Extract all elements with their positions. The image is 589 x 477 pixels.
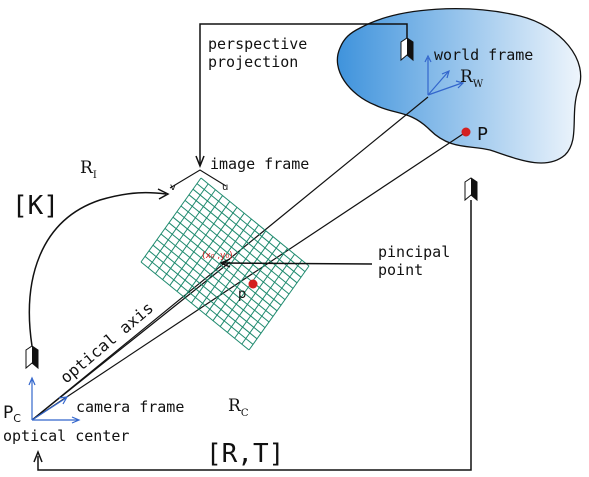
image-point-label: p	[238, 287, 246, 302]
grid-line	[176, 207, 238, 292]
principal-label-line1: pincipal	[378, 243, 450, 261]
intrinsic-label: [K]	[12, 191, 59, 221]
optical-center-label: optical center	[3, 427, 129, 445]
image-plane-grid	[140, 177, 310, 351]
world-frame-axes	[424, 54, 465, 96]
grid-line	[140, 177, 202, 263]
grid-line	[162, 195, 224, 280]
grid-line	[152, 244, 262, 334]
principal-label-line2: point	[378, 261, 423, 279]
camera-center-label: PC	[3, 403, 21, 425]
grid-line	[140, 261, 250, 351]
grid-line	[212, 236, 274, 321]
grid-line	[154, 189, 216, 275]
grid-line	[180, 205, 290, 295]
image-frame-axes	[169, 169, 227, 189]
grid-line	[205, 230, 267, 316]
grid-line	[183, 212, 245, 298]
grid-line	[241, 259, 303, 345]
axis-u-label: u	[222, 182, 228, 193]
grid-line	[147, 183, 209, 269]
perspective-label-line1: perspective	[208, 35, 307, 53]
grid-line	[196, 183, 306, 272]
image-frame-label: image frame	[210, 155, 309, 173]
grid-line	[160, 233, 270, 323]
camera-frame-axes	[28, 376, 81, 424]
grid-line	[184, 200, 294, 289]
world-point-P	[461, 127, 471, 137]
projection-rays	[31, 96, 467, 421]
perspective-arrow-tail-fill	[407, 38, 413, 60]
grid-line	[234, 253, 296, 339]
grid-line	[192, 188, 302, 278]
world-point-label: P	[477, 124, 488, 145]
grid-line	[226, 248, 288, 333]
world-region	[336, 8, 582, 164]
extrinsic-label: [R,T]	[206, 439, 284, 469]
image-frame-symbol: RI	[80, 158, 97, 181]
camera-frame-symbol: RC	[228, 396, 249, 419]
grid-line	[169, 201, 231, 286]
principal-point-pointer	[219, 258, 373, 268]
grid-line	[172, 216, 282, 306]
optical-axis-label: optical axis	[56, 298, 157, 387]
grid-line	[148, 250, 258, 340]
camera-frame-label: camera frame	[76, 398, 184, 416]
world-frame-label: world frame	[434, 46, 533, 64]
grid-line	[156, 239, 266, 328]
world-frame-symbol: RW	[460, 67, 484, 90]
grid-line	[188, 194, 298, 284]
grid-line	[176, 211, 286, 300]
grid-line	[144, 256, 254, 345]
image-point-p	[248, 279, 258, 289]
perspective-label-line2: projection	[208, 53, 298, 71]
axis-v-label: v	[170, 182, 176, 193]
grid-line	[248, 265, 310, 351]
grid-line	[164, 228, 274, 317]
intrinsic-arrow-tail-fill	[32, 346, 38, 368]
grid-line	[190, 218, 252, 304]
perspective-projection-arrow	[195, 23, 408, 169]
grid-line	[168, 222, 278, 312]
extrinsic-arrow-tail-fill	[471, 178, 477, 200]
intrinsic-arrow	[28, 188, 170, 347]
extrinsic-arrow	[33, 200, 472, 471]
grid-line	[200, 177, 310, 267]
principal-coords-label: (x₀ ,y₀)	[202, 251, 233, 261]
